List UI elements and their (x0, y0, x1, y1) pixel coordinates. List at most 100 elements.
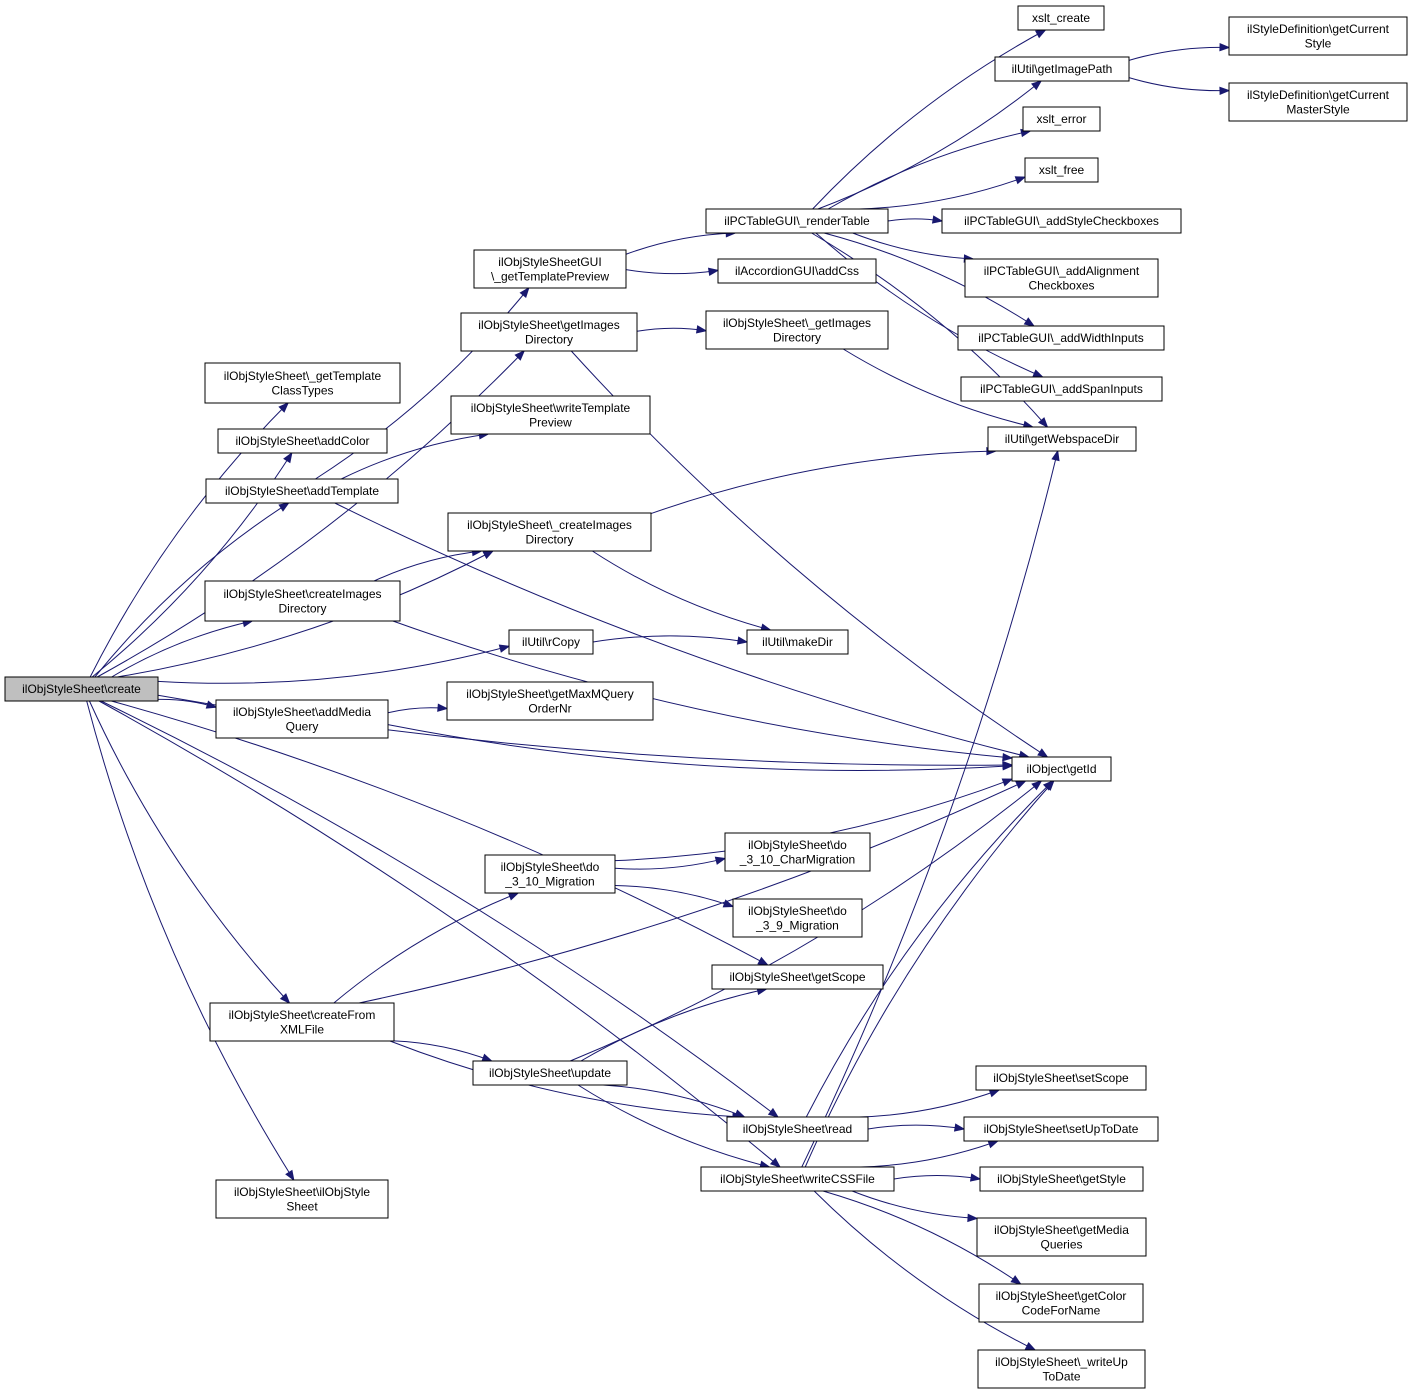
node-box[interactable] (1228, 16, 1408, 56)
node-get-webspace-dir[interactable]: ilUtil\getWebspaceDir (987, 426, 1137, 452)
node-box[interactable] (994, 56, 1130, 82)
node-render-table[interactable]: ilPCTableGUI\_renderTable (705, 208, 889, 234)
node-box[interactable] (1011, 756, 1112, 782)
node-get-scope[interactable]: ilObjStyleSheet\getScope (711, 964, 884, 990)
node-get-image-path[interactable]: ilUtil\getImagePath (994, 56, 1130, 82)
node-box[interactable] (450, 395, 651, 435)
node-box[interactable] (508, 629, 594, 655)
node-box[interactable] (484, 854, 616, 894)
node-xslt-create[interactable]: xslt_create (1017, 5, 1105, 31)
node-box[interactable] (446, 681, 654, 721)
edge-line (842, 348, 1033, 428)
node-box[interactable] (700, 1166, 895, 1192)
node-write-cssfile[interactable]: ilObjStyleSheet\writeCSSFile (700, 1166, 895, 1192)
node-box[interactable] (976, 1217, 1147, 1257)
node-add-color[interactable]: ilObjStyleSheet\addColor (217, 428, 388, 454)
edge-line (893, 1175, 981, 1180)
node-box[interactable] (1024, 157, 1099, 183)
edge-line (859, 1089, 1000, 1118)
node-read[interactable]: ilObjStyleSheet\read (726, 1116, 869, 1142)
node-box[interactable] (205, 478, 399, 504)
node-box[interactable] (204, 580, 401, 622)
edge-render-table-to-xslt-free (859, 176, 1027, 210)
node-add-style-checkboxes[interactable]: ilPCTableGUI\_addStyleCheckboxes (941, 208, 1182, 234)
node-get-id[interactable]: ilObject\getId (1011, 756, 1112, 782)
node-r-copy[interactable]: ilUtil\rCopy (508, 629, 594, 655)
node-create[interactable]: ilObjStyleSheet\create (4, 676, 159, 702)
node-set-scope[interactable]: ilObjStyleSheet\setScope (975, 1065, 1147, 1091)
node-box[interactable] (975, 1065, 1147, 1091)
node-get-style[interactable]: ilObjStyleSheet\getStyle (979, 1166, 1144, 1192)
node-box[interactable] (963, 1116, 1159, 1142)
edge-write-cssfile-to-get-webspace-dir (801, 449, 1060, 1168)
node-box[interactable] (473, 249, 627, 289)
node-box[interactable] (978, 1283, 1144, 1323)
node-make-dir[interactable]: ilUtil\makeDir (746, 629, 849, 655)
node-box[interactable] (979, 1166, 1144, 1192)
node-set-up-to-date[interactable]: ilObjStyleSheet\setUpToDate (963, 1116, 1159, 1142)
node-box[interactable] (460, 312, 638, 352)
node-label-line: _3_10_Migration (504, 874, 594, 888)
node-il-obj-style-sheet-ctor[interactable]: ilObjStyleSheet\ilObjStyleSheet (215, 1179, 389, 1219)
node-box[interactable] (964, 258, 1159, 298)
node-box[interactable] (215, 699, 389, 739)
node-box[interactable] (447, 512, 652, 552)
node-box[interactable] (215, 1179, 389, 1219)
node-box[interactable] (472, 1060, 628, 1086)
node-box[interactable] (717, 258, 877, 284)
node-xslt-free[interactable]: xslt_free (1024, 157, 1099, 183)
node-label-line: ilObjStyleSheet\setScope (993, 1071, 1129, 1085)
node-box[interactable] (746, 629, 849, 655)
node-label-line: ilPCTableGUI\_addSpanInputs (980, 382, 1143, 396)
node-box[interactable] (4, 676, 159, 702)
edge-write-cssfile-to-get-color-code-for-name (822, 1190, 1022, 1285)
edge-arrowhead (987, 1140, 1000, 1149)
node-add-template[interactable]: ilObjStyleSheet\addTemplate (205, 478, 399, 504)
node-box[interactable] (732, 898, 863, 938)
node-do310-char-migration[interactable]: ilObjStyleSheet\do_3_10_CharMigration (724, 832, 871, 872)
node-box[interactable] (204, 362, 401, 404)
node-box[interactable] (705, 208, 889, 234)
node-do310-migration[interactable]: ilObjStyleSheet\do_3_10_Migration (484, 854, 616, 894)
node-update[interactable]: ilObjStyleSheet\update (472, 1060, 628, 1086)
node-add-span-inputs[interactable]: ilPCTableGUI\_addSpanInputs (960, 376, 1163, 402)
node-do39-migration[interactable]: ilObjStyleSheet\do_3_9_Migration (732, 898, 863, 938)
node-get-template-preview[interactable]: ilObjStyleSheetGUI\_getTemplatePreview (473, 249, 627, 289)
node-add-width-inputs[interactable]: ilPCTableGUI\_addWidthInputs (957, 325, 1165, 351)
node-box[interactable] (977, 1349, 1146, 1389)
node-box[interactable] (957, 325, 1165, 351)
node-box[interactable] (705, 310, 889, 350)
node-label-line: Query (286, 719, 319, 733)
node-add-css[interactable]: ilAccordionGUI\addCss (717, 258, 877, 284)
node-box[interactable] (960, 376, 1163, 402)
node-box[interactable] (987, 426, 1137, 452)
node-label-line: ilObjStyleSheet\setUpToDate (984, 1122, 1139, 1136)
node-box[interactable] (711, 964, 884, 990)
node-box[interactable] (1228, 82, 1408, 122)
node-label-line: xslt_free (1039, 163, 1085, 177)
node-box[interactable] (726, 1116, 869, 1142)
node-box[interactable] (209, 1002, 395, 1042)
node-box[interactable] (217, 428, 388, 454)
node-box[interactable] (941, 208, 1182, 234)
node-xslt-error[interactable]: xslt_error (1022, 106, 1101, 132)
node-label-line: ilPCTableGUI\_addWidthInputs (978, 331, 1143, 345)
node-box[interactable] (724, 832, 871, 872)
node-box[interactable] (1022, 106, 1101, 132)
node-box[interactable] (1017, 5, 1105, 31)
